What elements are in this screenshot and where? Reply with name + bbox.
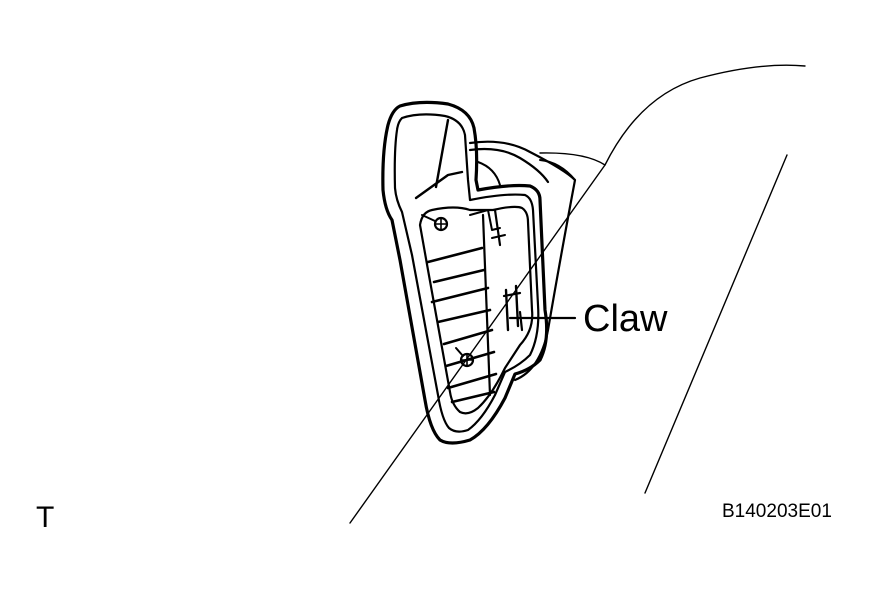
- screw-clip-upper: [421, 214, 449, 232]
- corner-mark: T: [36, 501, 55, 534]
- trim-cover: [381, 100, 549, 445]
- body-panel-outline: [349, 64, 806, 524]
- screw-clip-lower: [455, 347, 475, 368]
- claw-callout-label: Claw: [583, 298, 668, 340]
- figure-code: B140203E01: [722, 501, 832, 522]
- claw-fitting: [502, 284, 524, 332]
